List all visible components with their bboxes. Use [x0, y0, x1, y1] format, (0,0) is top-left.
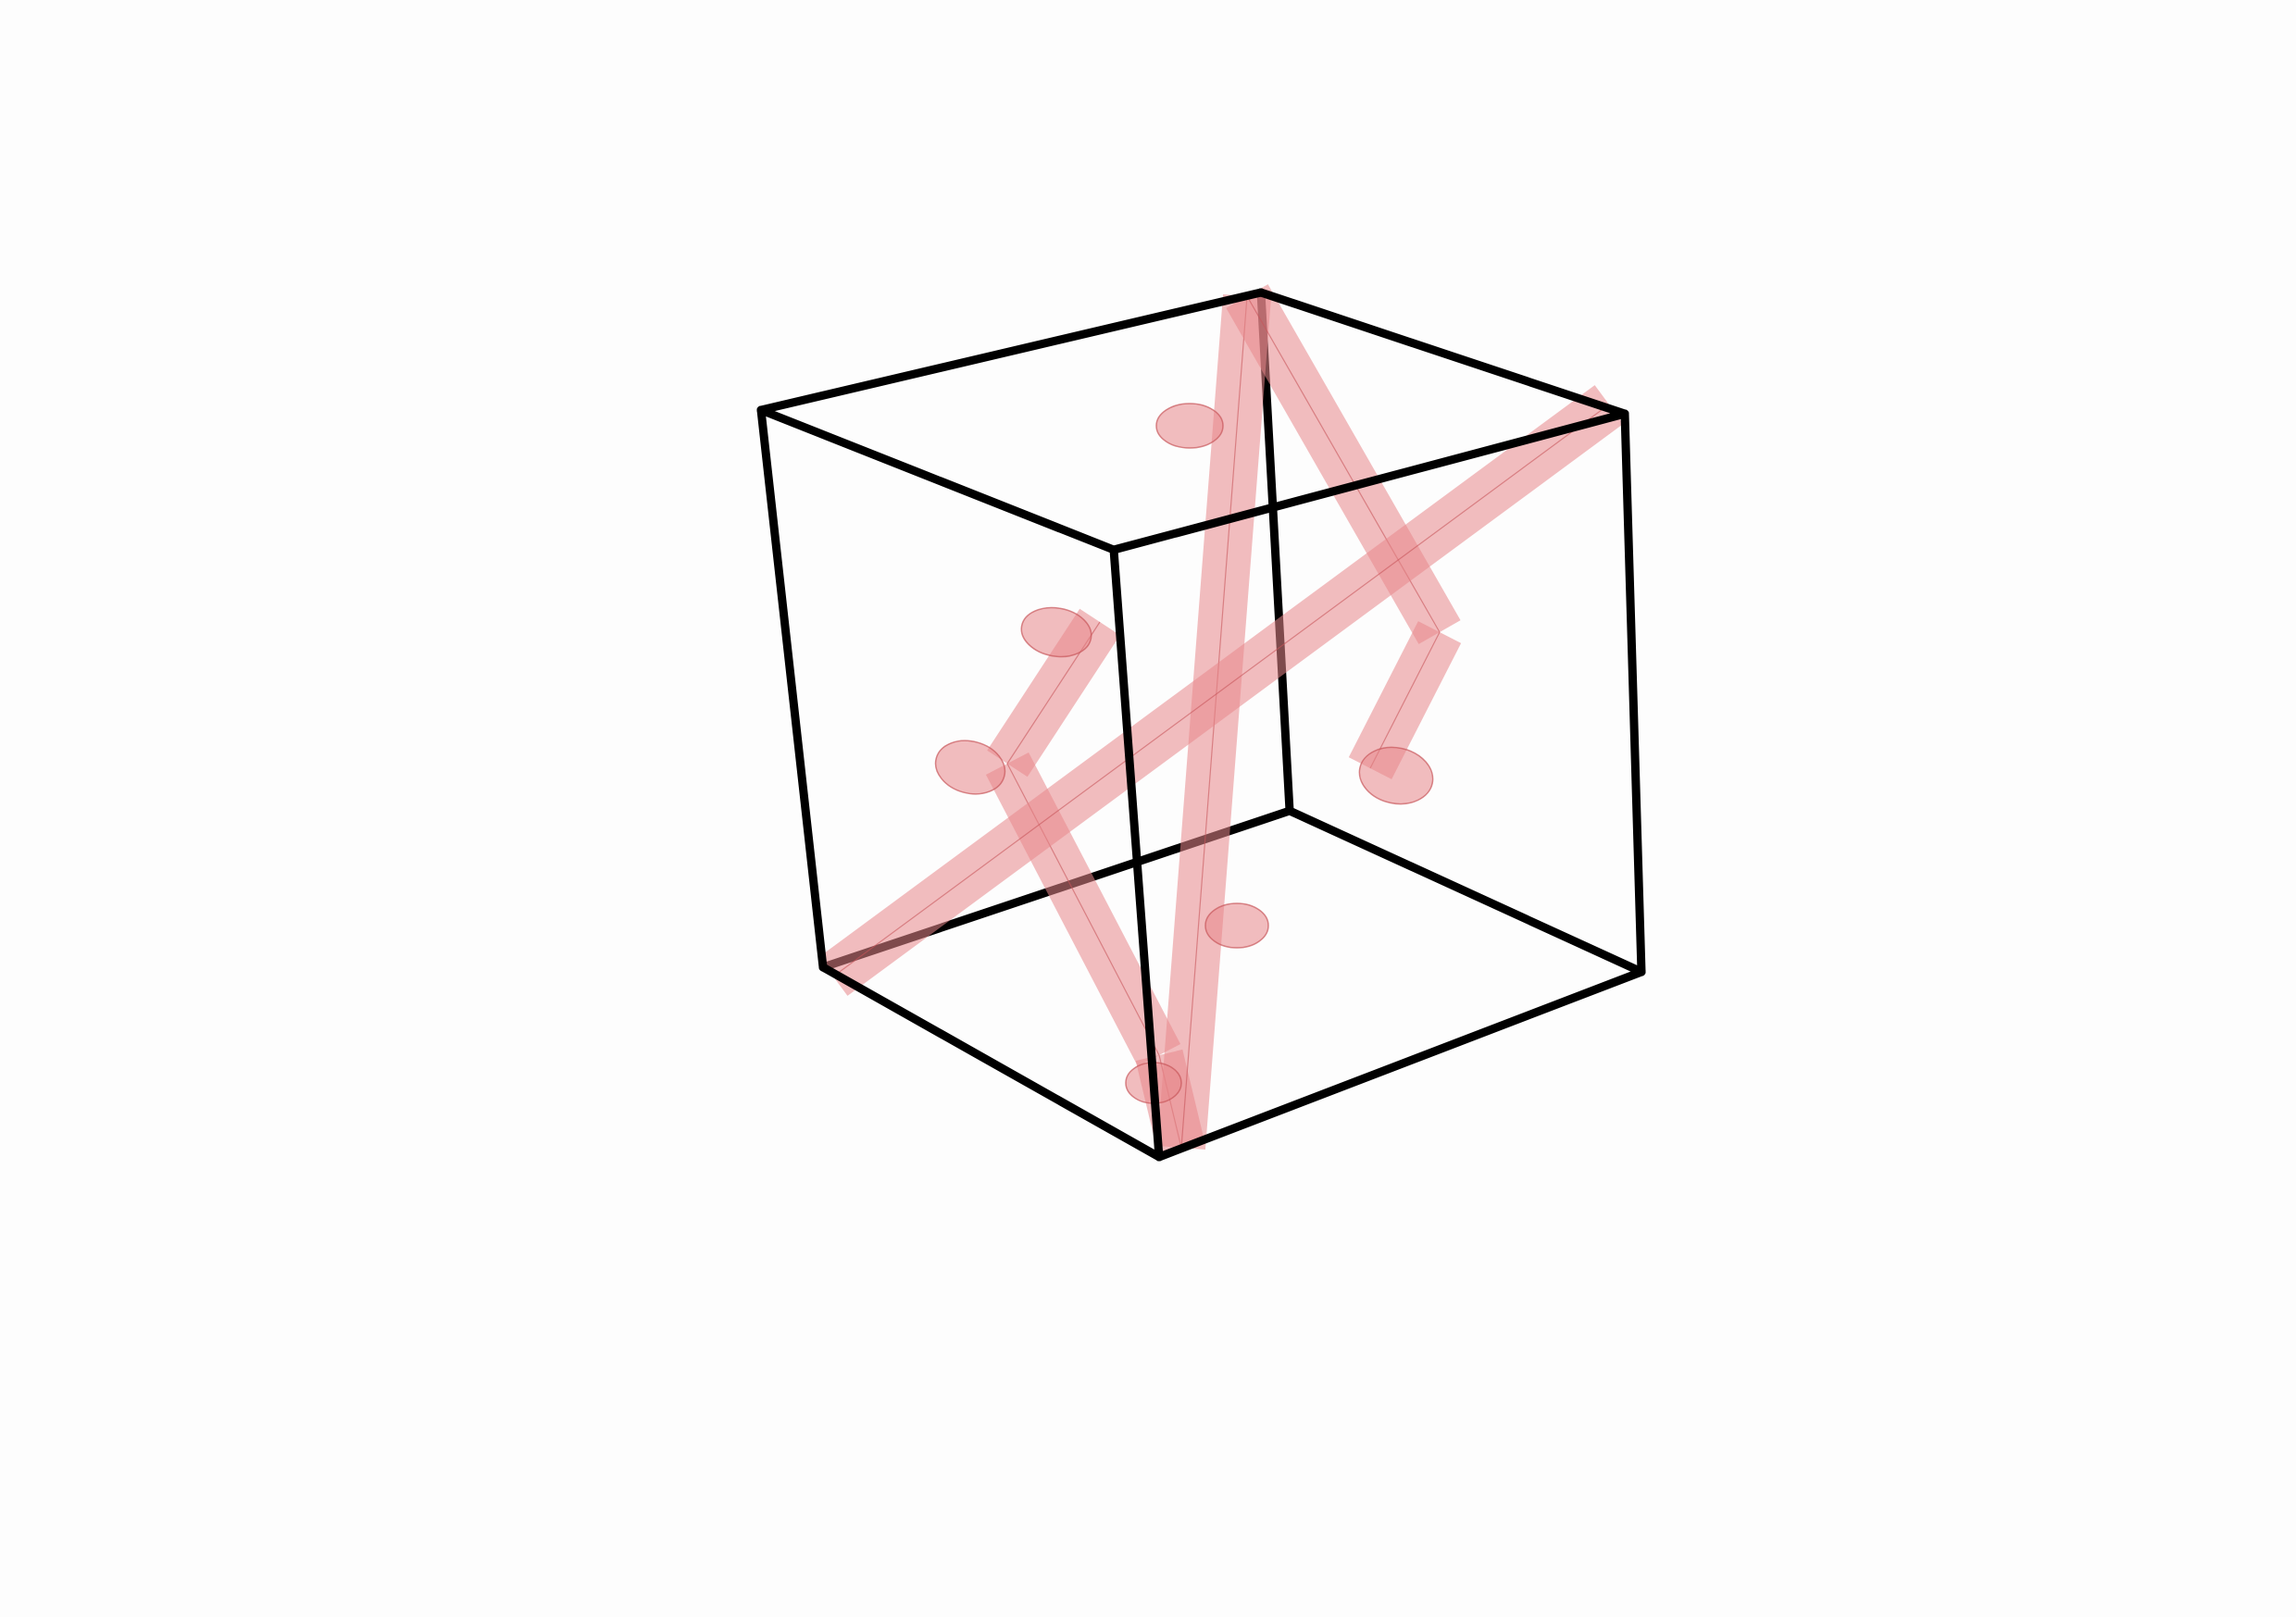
tube-segment-6 [1348, 621, 1462, 779]
cube-edge-cd [1109, 409, 1629, 554]
cube-edge-eh [818, 963, 1164, 1162]
cube-edge-bc [1256, 288, 1629, 418]
cube-edge-gh [1154, 967, 1646, 1162]
cube-edge-ae [756, 405, 828, 972]
cube-front-edges [756, 288, 1646, 1162]
cube-edge-fg [1285, 806, 1646, 976]
cube-edge-da [756, 405, 1118, 554]
tube-end-cap-1 [1020, 606, 1092, 658]
tube-path [818, 284, 1624, 1154]
tube-end-cap-4 [1358, 746, 1434, 805]
cube-edge-cg [1620, 409, 1646, 976]
cube-edge-bf [1256, 288, 1294, 815]
cube-edge-ab [756, 288, 1266, 415]
tube-end-cap-3 [1155, 403, 1224, 449]
cube-edge-dh [1109, 545, 1164, 1162]
tube-segment-diagonal [818, 385, 1624, 996]
tube-end-cap-5 [1204, 902, 1269, 949]
tube-end-cap-2 [934, 740, 1006, 795]
